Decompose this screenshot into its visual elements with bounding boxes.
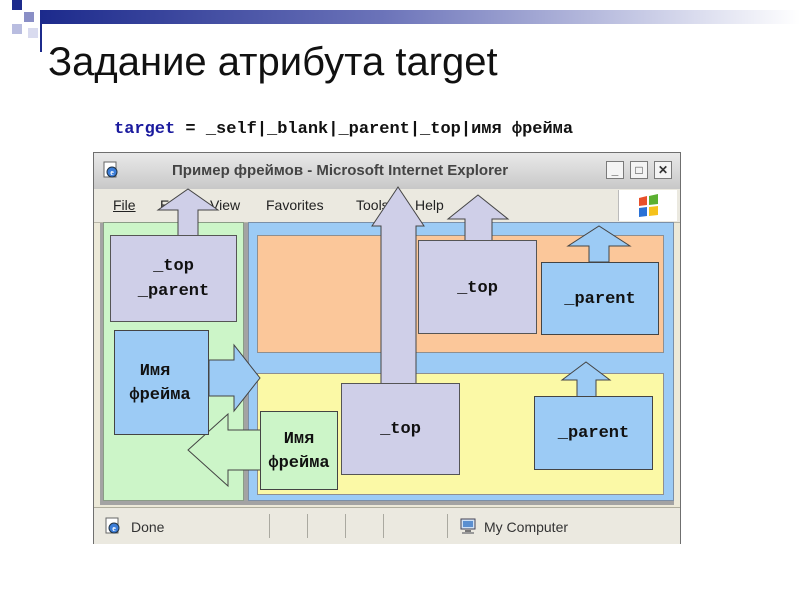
slide-decoration-square bbox=[12, 24, 22, 34]
svg-text:e: e bbox=[112, 524, 116, 533]
label-parent-upper: _parent bbox=[564, 290, 636, 309]
arrow-up-left-top bbox=[156, 188, 220, 237]
box-top-center bbox=[418, 240, 537, 334]
label-center-name-2: фрейма bbox=[268, 454, 330, 473]
syntax-values: = _self|_blank|_parent|_top|имя фрейма bbox=[175, 120, 574, 139]
svg-text:e: e bbox=[110, 168, 114, 177]
left-box-top-parent bbox=[110, 235, 237, 322]
arrow-left-from-frame bbox=[187, 412, 263, 488]
box-parent-upper bbox=[541, 262, 659, 335]
label-left-name-1: Имя bbox=[139, 362, 171, 381]
label-top-lower: _top bbox=[380, 420, 421, 439]
window-title: Пример фреймов - Microsoft Internet Expl… bbox=[172, 162, 509, 179]
computer-icon bbox=[459, 517, 477, 535]
arrow-up-parent-lower bbox=[560, 361, 612, 398]
syntax-keyword: target bbox=[114, 120, 176, 139]
slide-decoration-square bbox=[12, 0, 22, 10]
left-box-frame-name bbox=[114, 330, 209, 435]
status-separator bbox=[383, 514, 384, 538]
menu-item-help[interactable]: Help bbox=[415, 197, 444, 213]
minimize-button[interactable]: _ bbox=[606, 161, 624, 179]
arrow-right-to-frame bbox=[208, 343, 261, 413]
status-separator bbox=[447, 514, 448, 538]
slide-decoration-square bbox=[24, 12, 34, 22]
menu-item-view[interactable]: View bbox=[210, 197, 241, 213]
menu-item-favorites[interactable]: Favorites bbox=[266, 197, 324, 213]
slide-header-gradient-bar bbox=[40, 10, 800, 24]
label-left-name-2: фрейма bbox=[129, 386, 191, 405]
box-parent-lower bbox=[534, 396, 653, 470]
ie-page-icon: e bbox=[102, 161, 120, 179]
arrow-up-top-center bbox=[446, 194, 510, 243]
status-bar: e Done My Computer bbox=[94, 507, 680, 544]
status-text-done: Done bbox=[131, 519, 165, 535]
menu-item-tools[interactable]: Tools bbox=[356, 197, 389, 213]
ie-page-icon: e bbox=[104, 517, 122, 535]
menu-item-file[interactable]: File bbox=[113, 197, 136, 213]
status-text-zone: My Computer bbox=[484, 519, 569, 535]
status-separator bbox=[269, 514, 270, 538]
arrow-up-top-long bbox=[371, 186, 425, 386]
status-separator bbox=[345, 514, 346, 538]
slide-title: Задание атрибута target bbox=[48, 40, 498, 84]
label-left-top: _top bbox=[153, 257, 194, 276]
box-frame-name-center bbox=[260, 411, 338, 490]
box-top-lower bbox=[341, 383, 460, 475]
arrow-up-parent-upper bbox=[566, 225, 632, 263]
windows-flag-icon bbox=[618, 190, 677, 221]
status-separator bbox=[307, 514, 308, 538]
close-button[interactable]: ✕ bbox=[654, 161, 672, 179]
label-center-name-1: Имя bbox=[283, 430, 315, 449]
maximize-button[interactable]: □ bbox=[630, 161, 648, 179]
target-syntax-line: target = _self|_blank|_parent|_top|имя ф… bbox=[114, 120, 573, 139]
slide-vertical-rule bbox=[40, 10, 42, 52]
label-parent-lower: _parent bbox=[557, 424, 630, 443]
slide-decoration-square bbox=[28, 28, 38, 38]
label-left-parent: _parent bbox=[137, 282, 210, 301]
label-top-center: _top bbox=[457, 279, 498, 298]
window-titlebar[interactable]: e Пример фреймов - Microsoft Internet Ex… bbox=[94, 153, 680, 190]
